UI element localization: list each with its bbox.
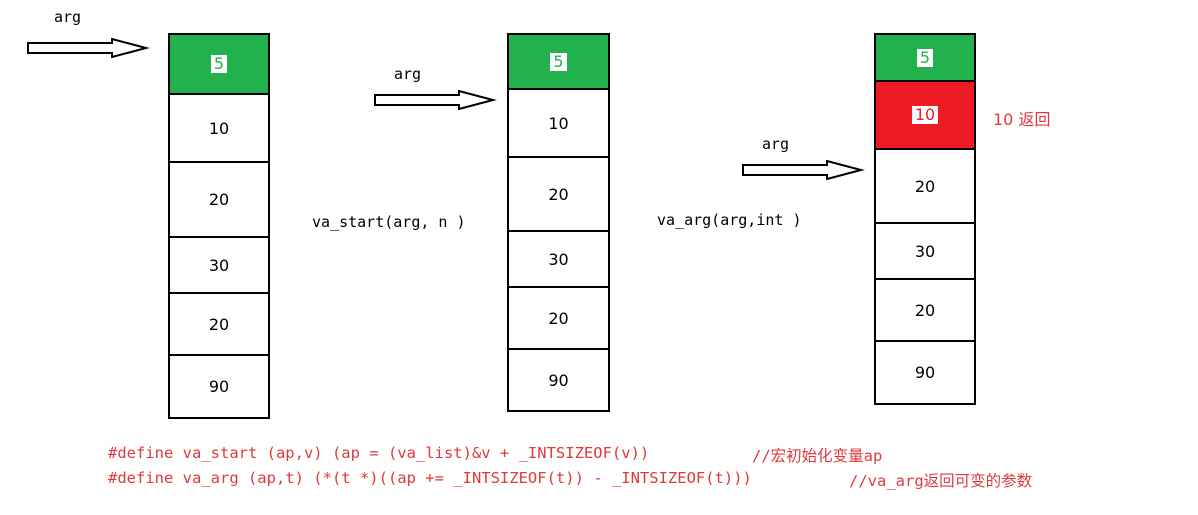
stack-2-cell-90: 90 bbox=[507, 348, 610, 412]
stack-1-cell-90: 90 bbox=[168, 354, 270, 419]
stack-1-cell-20b: 20 bbox=[168, 292, 270, 356]
stack-3-cell-30: 30 bbox=[874, 222, 976, 280]
stack-3-cell-5: 5 bbox=[874, 33, 976, 82]
va-start-define: #define va_start (ap,v) (ap = (va_list)&… bbox=[108, 444, 650, 462]
stack-1-cell-20: 20 bbox=[168, 161, 270, 238]
va-arg-comment: //va_arg返回可变的参数 bbox=[849, 472, 1033, 490]
stack-2-cell-20: 20 bbox=[507, 156, 610, 232]
return-note: 10 返回 bbox=[993, 110, 1051, 129]
arg-pointer-arrow-1 bbox=[27, 38, 150, 58]
arg-label-3: arg bbox=[762, 135, 790, 153]
arg-pointer-arrow-3 bbox=[742, 160, 865, 180]
va-start-comment: //宏初始化变量ap bbox=[752, 447, 883, 465]
arg-label-1: arg bbox=[54, 8, 82, 26]
stack-1-cell-5: 5 bbox=[168, 33, 270, 95]
stack-2-cell-20b: 20 bbox=[507, 286, 610, 350]
va-start-call-label: va_start(arg, n ) bbox=[312, 213, 466, 231]
stack-3-cell-90: 90 bbox=[874, 340, 976, 405]
va-arg-define: #define va_arg (ap,t) (*(t *)((ap += _IN… bbox=[108, 469, 752, 487]
stack-1-cell-30: 30 bbox=[168, 236, 270, 294]
stack-2-cell-30: 30 bbox=[507, 230, 610, 288]
stack-3-cell-10-returned: 10 bbox=[874, 80, 976, 150]
arg-pointer-arrow-2 bbox=[374, 90, 497, 110]
stack-2-cell-10: 10 bbox=[507, 88, 610, 158]
stack-2-cell-5: 5 bbox=[507, 33, 610, 90]
va-arg-call-label: va_arg(arg,int ) bbox=[657, 211, 802, 229]
stack-3-cell-20: 20 bbox=[874, 148, 976, 224]
stack-3-cell-20b: 20 bbox=[874, 278, 976, 342]
stack-1-cell-10: 10 bbox=[168, 93, 270, 163]
arg-label-2: arg bbox=[394, 65, 422, 83]
